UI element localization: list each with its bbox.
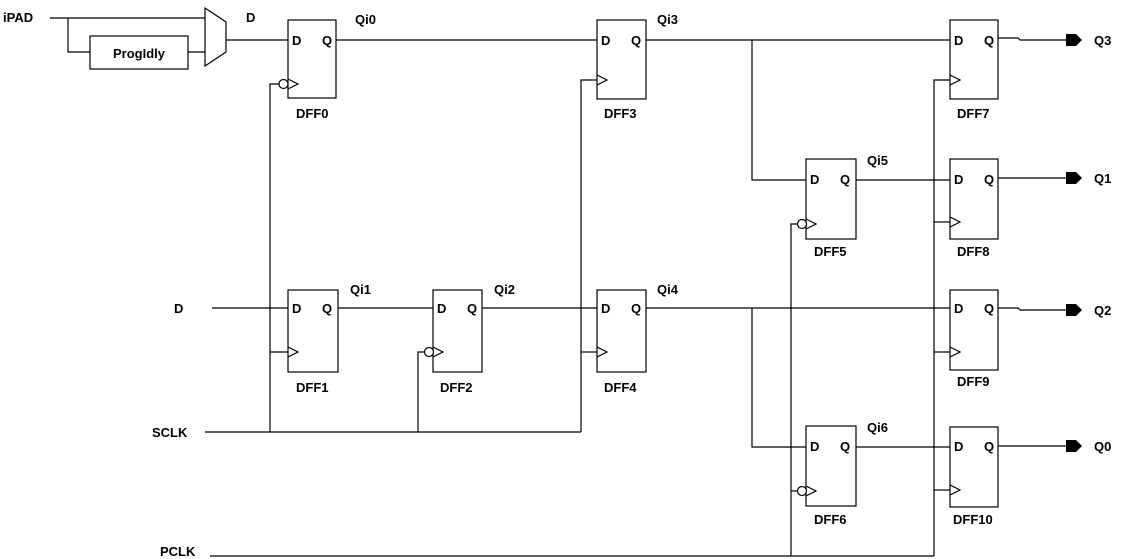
dff5-clock-triangle <box>805 218 818 230</box>
dff4-name: DFF4 <box>604 380 637 395</box>
output-q3-label: Q3 <box>1094 33 1111 48</box>
dff2-name: DFF2 <box>440 380 473 395</box>
wires <box>50 17 1066 557</box>
dff7-q-pin: Q <box>984 33 994 48</box>
dff7-name: DFF7 <box>957 106 990 121</box>
dff3-q-pin: Q <box>631 33 641 48</box>
qi0-label: Qi0 <box>355 12 376 27</box>
dff7: D Q DFF7 <box>949 19 999 121</box>
dff1-clock-triangle <box>287 346 300 358</box>
dff10-name: DFF10 <box>953 512 993 527</box>
dff8: D Q DFF8 <box>949 158 999 259</box>
ipad-label: iPAD <box>3 10 33 25</box>
dff5-q-pin: Q <box>840 172 850 187</box>
output-q3: Q3 <box>1066 33 1111 48</box>
output-q2-label: Q2 <box>1094 303 1111 318</box>
dff1-d-pin: D <box>292 301 301 316</box>
dff8-d-pin: D <box>954 172 963 187</box>
dff5: D Q DFF5 <box>796 158 857 259</box>
dff9-q-pin: Q <box>984 301 994 316</box>
dff2: D Q DFF2 <box>423 289 483 395</box>
prog-delay-block: ProgIdly <box>89 35 189 70</box>
dff9: D Q DFF9 <box>949 289 999 389</box>
dff0-name: DFF0 <box>296 106 329 121</box>
dff6-q-pin: Q <box>840 439 850 454</box>
dff2-clock-triangle <box>432 346 445 358</box>
dff3: D Q DFF3 <box>596 19 647 121</box>
dff0-inversion-bubble <box>278 78 289 90</box>
dff4-clock-triangle <box>596 346 609 358</box>
dff4-q-pin: Q <box>631 301 641 316</box>
dff8-clock-triangle <box>949 216 962 228</box>
qi2-label: Qi2 <box>494 282 515 297</box>
dff5-inversion-bubble <box>796 218 808 230</box>
dff2-q-pin: Q <box>467 301 477 316</box>
dff6-d-pin: D <box>810 439 819 454</box>
dff3-d-pin: D <box>601 33 610 48</box>
prog-delay-label: ProgIdly <box>113 46 166 61</box>
output-q2: Q2 <box>1066 303 1111 318</box>
dff8-name: DFF8 <box>957 244 990 259</box>
wire-ipad-to-delay <box>67 18 90 53</box>
dff2-d-pin: D <box>437 301 446 316</box>
dff8-q-pin: Q <box>984 172 994 187</box>
sclk-label: SCLK <box>152 425 188 440</box>
mux-out-label: D <box>246 10 255 25</box>
dff10-d-pin: D <box>954 439 963 454</box>
dff4-d-pin: D <box>601 301 610 316</box>
output-q2-arrow <box>1066 304 1082 316</box>
pclk-label: PCLK <box>160 544 196 559</box>
dff9-d-pin: D <box>954 301 963 316</box>
dff1-q-pin: Q <box>322 301 332 316</box>
dff9-clock-triangle <box>949 346 962 358</box>
dff1: D Q DFF1 <box>287 289 339 395</box>
output-q0-arrow <box>1066 440 1082 452</box>
wire-qi4-branch <box>751 308 806 448</box>
dff6-name: DFF6 <box>814 512 847 527</box>
dff0: D Q DFF0 <box>278 19 337 121</box>
qi6-label: Qi6 <box>867 420 888 435</box>
qi5-label: Qi5 <box>867 153 888 168</box>
dff9-name: DFF9 <box>957 374 990 389</box>
dff0-clock-triangle <box>287 78 300 90</box>
dff0-d-pin: D <box>292 33 301 48</box>
output-q1: Q1 <box>1066 171 1111 186</box>
dff7-d-pin: D <box>954 33 963 48</box>
mux <box>204 6 227 68</box>
dff10-clock-triangle <box>949 484 962 496</box>
wire-sclk-dff0 <box>269 83 279 432</box>
output-q1-arrow <box>1066 172 1082 184</box>
dff5-name: DFF5 <box>814 244 847 259</box>
d-input-label: D <box>174 301 183 316</box>
wire-qi3-branch <box>751 40 806 181</box>
qi3-label: Qi3 <box>657 12 678 27</box>
dff0-q-pin: Q <box>322 33 332 48</box>
qi1-label: Qi1 <box>350 282 371 297</box>
dff10-q-pin: Q <box>984 439 994 454</box>
dff4: D Q DFF4 <box>596 289 647 395</box>
qi4-label: Qi4 <box>657 282 679 297</box>
dff2-inversion-bubble <box>423 346 435 358</box>
wire-pclk-dff7 <box>933 79 950 556</box>
wire-sclk-dff3 <box>580 79 597 432</box>
dff3-name: DFF3 <box>604 106 637 121</box>
wire-out-q3 <box>998 37 1066 41</box>
wire-out-q2 <box>998 307 1066 311</box>
output-q1-label: Q1 <box>1094 171 1111 186</box>
wire-pclk-dff5 <box>790 223 798 556</box>
output-q3-arrow <box>1066 34 1082 46</box>
wire-sclk-dff2 <box>417 351 425 432</box>
dff6-clock-triangle <box>805 485 818 497</box>
dff3-clock-triangle <box>596 74 609 86</box>
dff10: D Q DFF10 <box>949 426 999 527</box>
dff6-inversion-bubble <box>796 485 808 497</box>
dff5-d-pin: D <box>810 172 819 187</box>
dff1-name: DFF1 <box>296 380 329 395</box>
dff6: D Q DFF6 <box>796 425 857 527</box>
dff7-clock-triangle <box>949 74 962 86</box>
output-q0-label: Q0 <box>1094 439 1111 454</box>
output-q0: Q0 <box>1066 439 1111 454</box>
